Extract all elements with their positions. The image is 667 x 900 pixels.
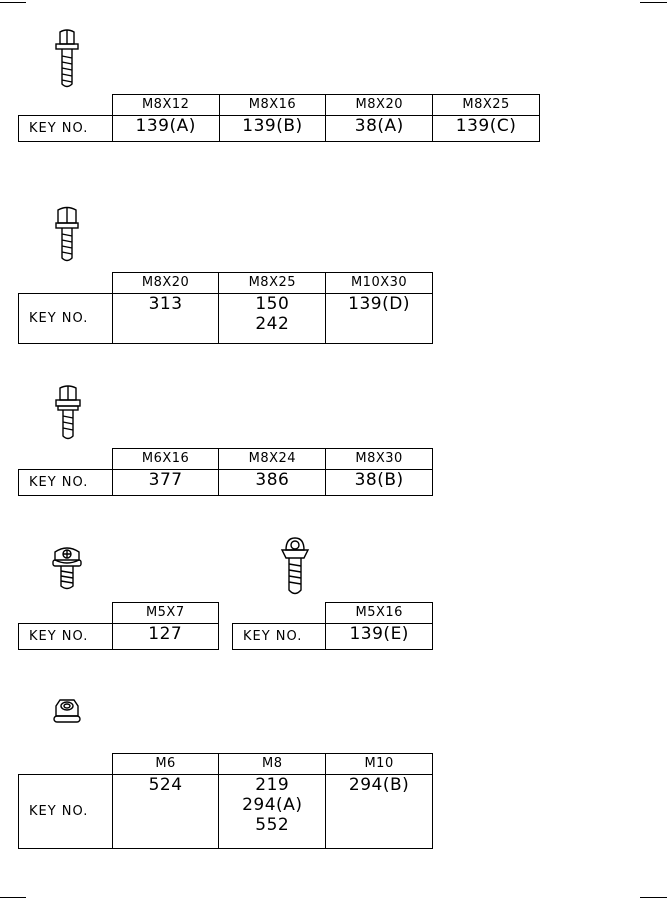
key-number: 294(B) — [325, 774, 433, 849]
key-number: 313 — [111, 293, 220, 344]
key-table-washer-bolt: M6X16 M8X24 M8X30 KEY NO. 377 386 38(B) — [18, 448, 433, 496]
key-number: 386 — [218, 469, 327, 496]
crop-mark-bottom-right — [640, 897, 667, 898]
size-label: M8X20 — [111, 272, 220, 294]
socket-screw-icon — [280, 537, 310, 595]
size-label: M8X24 — [218, 448, 327, 470]
size-label: M8 — [218, 753, 327, 775]
size-label: M8X25 — [218, 272, 327, 294]
size-label: M5X16 — [325, 602, 433, 624]
key-no-label: KEY NO. — [18, 623, 113, 650]
key-number: 524 — [111, 774, 220, 849]
key-number: 139(C) — [432, 115, 540, 142]
crop-mark-top-right — [640, 2, 667, 3]
key-no-label: KEY NO. — [18, 774, 113, 849]
key-number: 139(D) — [325, 293, 433, 344]
key-table-flange-bolt-1: M8X12 M8X16 M8X20 M8X25 KEY NO. 139(A) 1… — [18, 94, 540, 142]
key-number: 139(A) — [111, 115, 220, 142]
size-label: M8X12 — [111, 94, 220, 116]
size-label: M8X20 — [325, 94, 434, 116]
size-label: M5X7 — [111, 602, 220, 624]
flange-nut-icon — [53, 699, 81, 723]
size-label: M8X30 — [325, 448, 433, 470]
key-number: 38(A) — [325, 115, 434, 142]
key-number: 377 — [111, 469, 220, 496]
size-label: M10 — [325, 753, 433, 775]
key-no-label: KEY NO. — [231, 623, 327, 650]
crop-mark-top-left — [0, 2, 26, 3]
size-label: M8X25 — [432, 94, 540, 116]
key-number: 38(B) — [325, 469, 433, 496]
key-number: 127 — [111, 623, 220, 650]
flange-bolt-icon — [55, 206, 79, 262]
key-number: 139(B) — [218, 115, 327, 142]
key-no-label: KEY NO. — [18, 115, 113, 142]
size-label: M8X16 — [218, 94, 327, 116]
key-table-torx-screw: M5X7 KEY NO. 127 — [18, 602, 220, 650]
size-label: M6X16 — [111, 448, 220, 470]
flange-bolt-icon — [55, 29, 79, 88]
size-label: M10X30 — [325, 272, 433, 294]
key-number: 139(E) — [325, 623, 433, 650]
key-no-label: KEY NO. — [18, 293, 113, 344]
key-table-socket-screw: M5X16 KEY NO. 139(E) — [231, 602, 433, 650]
size-label: M6 — [111, 753, 220, 775]
crop-mark-bottom-left — [0, 897, 26, 898]
key-no-label: KEY NO. — [18, 469, 113, 496]
washer-bolt-icon — [55, 385, 81, 440]
torx-washer-screw-icon — [52, 547, 82, 590]
